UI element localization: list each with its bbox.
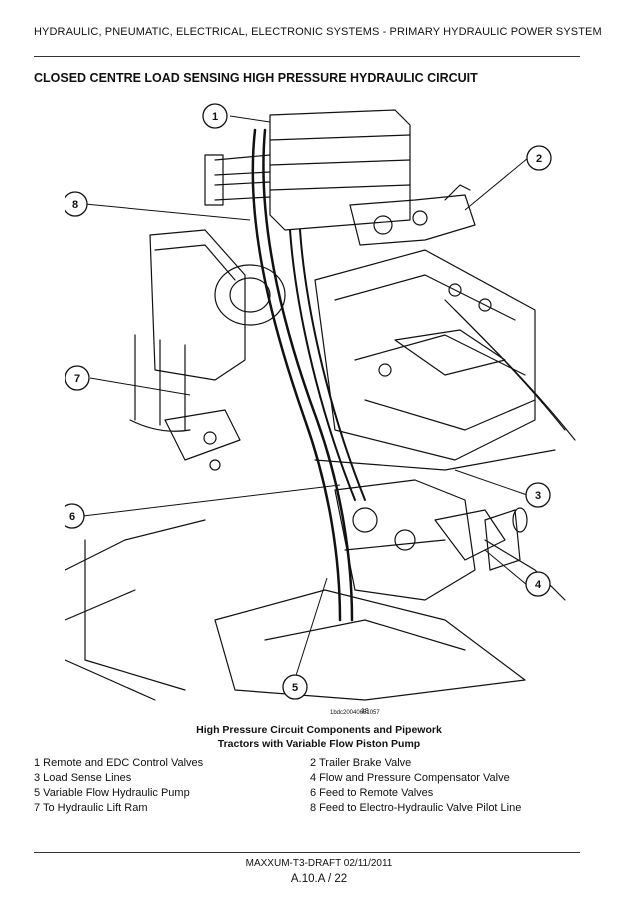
legend-item: 5 Variable Flow Hydraulic Pump [34,787,190,799]
legend-item: 1 Remote and EDC Control Valves [34,757,204,769]
legend-item: 3 Load Sense Lines [34,772,132,784]
callout-4: 4 [535,579,542,591]
figure-caption-line2: Tractors with Variable Flow Piston Pump [217,738,421,750]
callout-2: 2 [536,153,542,165]
legend-item: 4 Flow and Pressure Compensator Valve [310,772,510,784]
figure-number: 18 [361,708,369,715]
callout-3: 3 [535,490,541,502]
footer-doc-id: MAXXUM-T3-DRAFT 02/11/2011 [245,858,393,869]
page-number: A.10.A / 22 [290,873,348,885]
section-header: HYDRAULIC, PNEUMATIC, ELECTRICAL, ELECTR… [34,26,602,38]
legend-item: 6 Feed to Remote Valves [310,787,434,799]
callout-7: 7 [74,373,80,385]
figure-caption-line1: High Pressure Circuit Components and Pip… [196,724,442,736]
hydraulic-circuit-illustration: 1 2 3 4 5 6 7 8 [65,103,576,701]
footer-divider [34,852,580,853]
legend-item: 8 Feed to Electro-Hydraulic Valve Pilot … [310,802,522,814]
callout-1: 1 [212,111,218,123]
callout-5: 5 [292,682,298,694]
page-title: CLOSED CENTRE LOAD SENSING HIGH PRESSURE… [34,71,478,85]
legend-item: 7 To Hydraulic Lift Ram [34,802,148,814]
legend-item: 2 Trailer Brake Valve [310,757,412,769]
figure-image-id: 1bdc20040651057 [330,710,380,716]
header-divider [34,56,580,57]
callout-8: 8 [72,199,78,211]
callout-6: 6 [69,511,75,523]
